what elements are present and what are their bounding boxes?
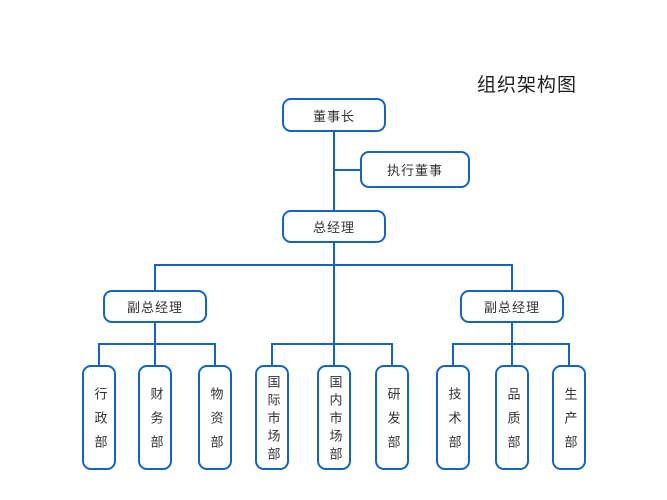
node-dept-production-label: 生产部 (561, 387, 577, 459)
node-deputy-gm-left: 副总经理 (103, 290, 207, 323)
node-deputy-gm-left-label: 副总经理 (126, 301, 183, 316)
node-dept-admin-label: 行政部 (91, 387, 107, 459)
node-dept-quality: 品质部 (495, 365, 529, 470)
node-general-manager: 总经理 (282, 210, 386, 243)
node-dept-production: 生产部 (552, 365, 586, 470)
node-dept-domestic-market: 国内市场部 (317, 365, 351, 470)
page-title: 组织架构图 (477, 74, 578, 96)
node-dept-domestic-market-label: 国内市场部 (326, 375, 342, 465)
node-dept-finance-label: 财务部 (147, 387, 163, 459)
node-dept-technology: 技术部 (436, 365, 470, 470)
node-deputy-gm-right: 副总经理 (460, 290, 564, 323)
node-dept-finance: 财务部 (138, 365, 172, 470)
node-dept-materials-label: 物资部 (207, 387, 223, 459)
node-dept-technology-label: 技术部 (445, 387, 461, 459)
node-deputy-gm-right-label: 副总经理 (483, 301, 540, 316)
node-chairman-label: 董事长 (312, 109, 355, 125)
node-dept-rnd: 研发部 (375, 365, 409, 470)
node-executive-director: 执行董事 (360, 151, 470, 188)
node-dept-rnd-label: 研发部 (384, 387, 400, 459)
node-dept-intl-market-label: 国际市场部 (264, 375, 280, 465)
node-executive-director-label: 执行董事 (386, 164, 443, 179)
node-dept-intl-market: 国际市场部 (255, 365, 289, 470)
node-dept-quality-label: 品质部 (504, 387, 520, 459)
node-dept-materials: 物资部 (198, 365, 232, 470)
node-chairman: 董事长 (282, 98, 386, 132)
node-general-manager-label: 总经理 (312, 221, 355, 236)
node-dept-admin: 行政部 (82, 365, 116, 470)
